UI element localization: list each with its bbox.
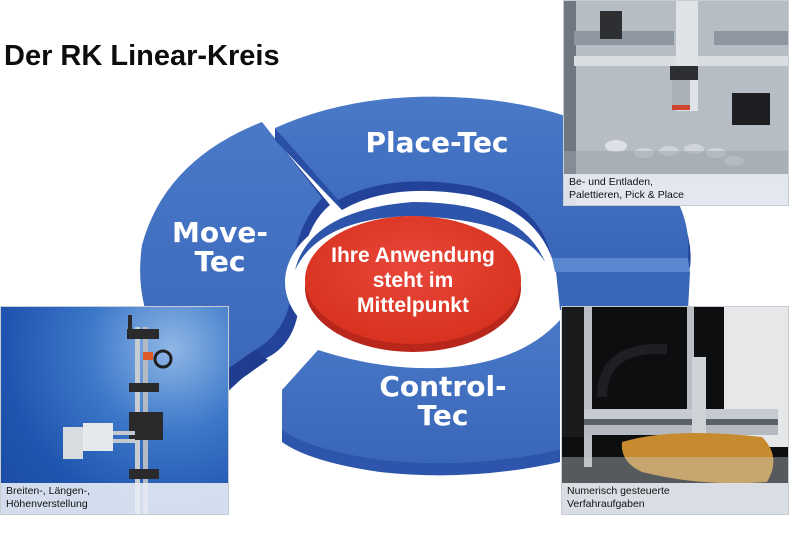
center-label: Ihre Anwendung steht im Mittelpunkt — [331, 244, 495, 318]
page-title: Der RK Linear-Kreis — [4, 40, 280, 72]
photo-caption-control-tec: Numerisch gesteuerte Verfahraufgaben — [562, 482, 788, 514]
center-disc — [305, 216, 521, 352]
label-control-tec: Control- Tec — [379, 370, 507, 433]
pick-place-machine-image — [564, 1, 788, 205]
photo-caption-place-tec: Be- und Entladen, Palettieren, Pick & Pl… — [564, 173, 788, 205]
label-move-tec: Move- Tec — [172, 216, 268, 279]
segment-control-tec — [282, 320, 560, 476]
label-place-tec: Place-Tec — [365, 126, 509, 159]
photo-caption-move-tec: Breiten-, Längen-, Höhenverstellung — [1, 482, 228, 514]
cnc-gantry-image — [562, 307, 788, 514]
adjustment-unit-image — [63, 315, 173, 514]
photo-control-tec: Numerisch gesteuerte Verfahraufgaben — [561, 306, 789, 515]
photo-place-tec: Be- und Entladen, Palettieren, Pick & Pl… — [563, 0, 789, 206]
segment-right-lower — [556, 272, 690, 310]
photo-move-tec: Breiten-, Längen-, Höhenverstellung — [0, 306, 229, 515]
